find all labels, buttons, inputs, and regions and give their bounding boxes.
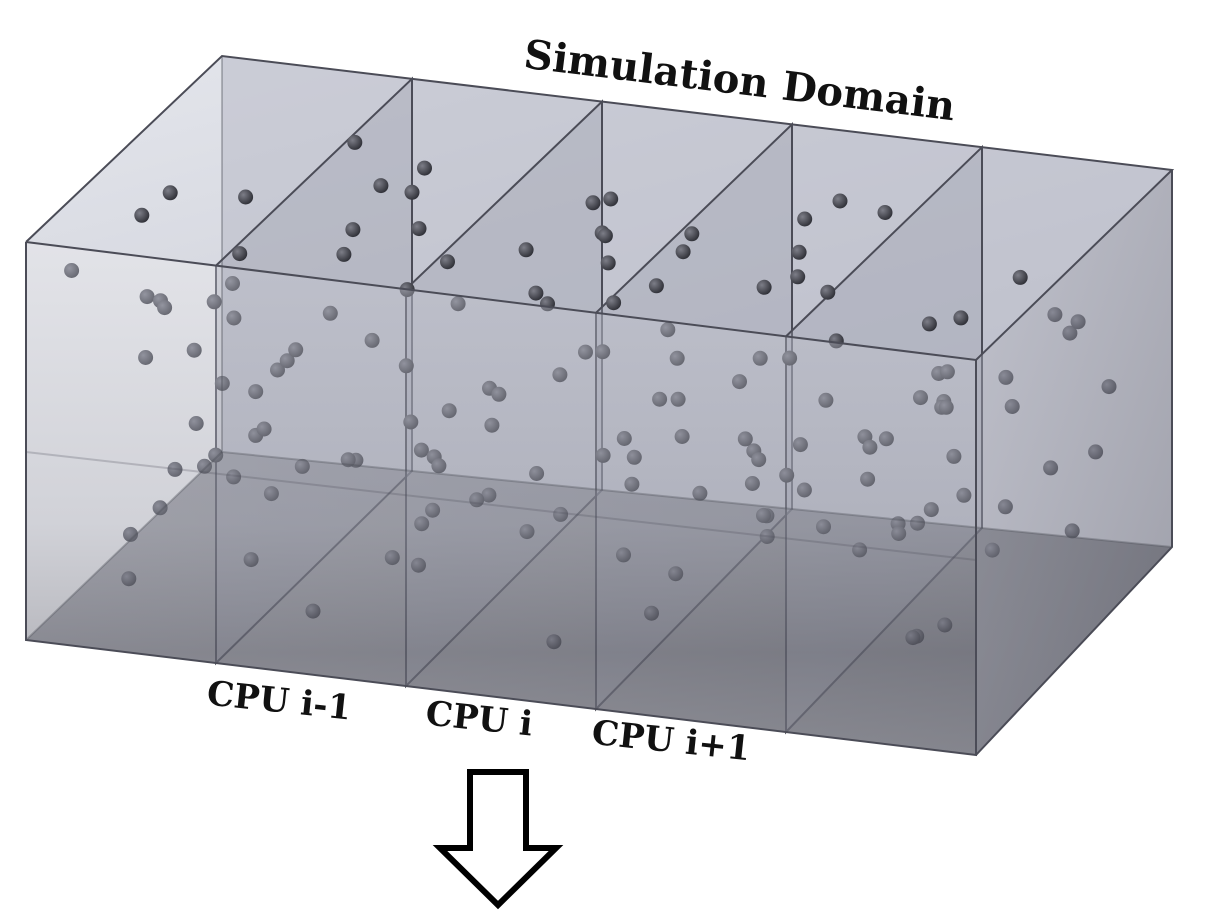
particle (603, 191, 619, 207)
particle (345, 222, 361, 238)
box-front-face (26, 242, 976, 755)
down-arrow-icon (432, 769, 564, 910)
particle (1012, 269, 1028, 285)
particle (600, 255, 616, 271)
particle (797, 211, 813, 227)
particle (832, 193, 848, 209)
particle (347, 134, 363, 150)
particle (336, 246, 352, 262)
particle (162, 185, 178, 201)
particle (232, 246, 248, 262)
particle (921, 316, 937, 332)
particle (684, 226, 700, 242)
particle (648, 278, 664, 294)
particle (373, 178, 389, 194)
cpu-label-current: CPU i (424, 694, 535, 745)
particle (440, 254, 455, 270)
particle (597, 228, 613, 244)
particle (518, 242, 534, 258)
particle (820, 284, 836, 300)
box-right-face (976, 170, 1172, 755)
particle (675, 244, 691, 260)
particle (528, 285, 544, 301)
particle (238, 189, 254, 205)
particle (585, 195, 601, 211)
particle (417, 160, 432, 176)
particle (953, 310, 969, 326)
particle (790, 269, 806, 285)
cpu-label-prev: CPU i-1 (205, 674, 353, 729)
particle (791, 244, 807, 260)
particle (877, 205, 893, 220)
particle (134, 207, 150, 223)
particle (404, 184, 420, 200)
particle (756, 279, 772, 295)
box-edges (25, 54, 1175, 757)
particle (411, 221, 427, 237)
particle (606, 295, 622, 311)
